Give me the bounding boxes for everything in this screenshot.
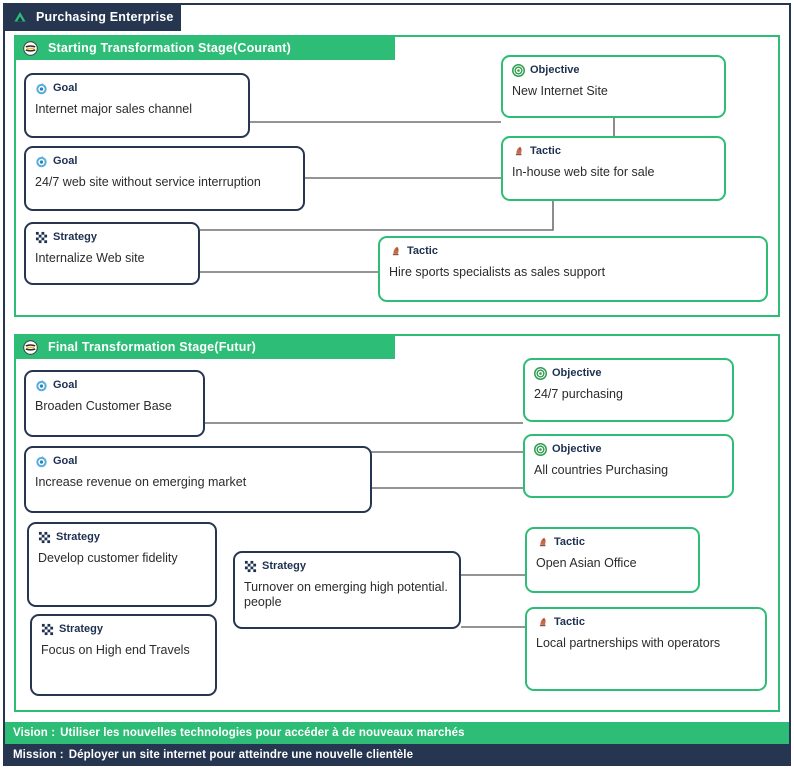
- node-header: Objective: [534, 443, 723, 456]
- strategy-grid-icon: [38, 531, 51, 544]
- node-text: All countries Purchasing: [534, 463, 669, 477]
- node-text: Local partnerships with operators: [536, 636, 721, 650]
- tactic-knight-icon: [392, 246, 399, 256]
- mission-text: Déployer un site internet pour atteindre…: [68, 749, 414, 761]
- node-type-label: Goal: [53, 82, 78, 94]
- node-text: Focus on High end Travels: [41, 643, 190, 657]
- node-goal[interactable]: Goal 24/7 web site without service inter…: [24, 146, 305, 211]
- node-header: Tactic: [389, 245, 757, 258]
- goal-spiral-icon: [36, 155, 47, 168]
- window-title-tab[interactable]: Purchasing Enterprise: [3, 3, 181, 31]
- node-strategy[interactable]: Strategy Turnover on emerging high poten…: [233, 551, 461, 629]
- node-text: Broaden Customer Base: [35, 399, 172, 413]
- tactic-knight-icon: [539, 537, 546, 547]
- stage-header-label: Starting Transformation Stage(Courant): [48, 41, 292, 55]
- node-header: Goal: [35, 379, 194, 392]
- node-text: In-house web site for sale: [512, 165, 655, 179]
- mission-bar: Mission : Déployer un site internet pour…: [5, 744, 789, 766]
- mission-label: Mission :: [13, 749, 64, 761]
- stage-header-label: Final Transformation Stage(Futur): [48, 340, 256, 354]
- node-tactic[interactable]: Tactic In-house web site for sale: [501, 136, 726, 201]
- tactic-knight-icon: [515, 146, 522, 156]
- objective-target-icon: [534, 367, 547, 380]
- node-text: Internalize Web site: [35, 251, 145, 265]
- node-text: Turnover on emerging high potential. peo…: [244, 580, 448, 609]
- vision-text: Utiliser les nouvelles technologies pour…: [60, 727, 465, 739]
- node-type-label: Goal: [53, 155, 78, 167]
- node-tactic[interactable]: Tactic Local partnerships with operators: [525, 607, 767, 691]
- node-strategy[interactable]: Strategy Internalize Web site: [24, 222, 200, 285]
- node-type-label: Strategy: [53, 231, 98, 243]
- node-type-label: Tactic: [530, 145, 561, 157]
- node-header: Objective: [512, 64, 715, 77]
- stage-header-starting: Starting Transformation Stage(Courant): [15, 36, 395, 60]
- node-type-label: Strategy: [56, 531, 101, 543]
- node-tactic[interactable]: Tactic Open Asian Office: [525, 527, 700, 593]
- strategy-grid-icon: [35, 231, 48, 244]
- node-header: Strategy: [38, 531, 206, 544]
- node-goal[interactable]: Goal Increase revenue on emerging market: [24, 446, 372, 513]
- node-header: Tactic: [512, 145, 715, 158]
- node-text: New Internet Site: [512, 84, 608, 98]
- node-text: Hire sports specialists as sales support: [389, 265, 606, 279]
- node-goal[interactable]: Goal Internet major sales channel: [24, 73, 250, 138]
- node-header: Strategy: [35, 231, 189, 244]
- node-strategy[interactable]: Strategy Develop customer fidelity: [27, 522, 217, 607]
- node-type-label: Goal: [53, 379, 78, 391]
- node-text: Open Asian Office: [536, 556, 637, 570]
- goal-spiral-icon: [36, 82, 47, 95]
- node-header: Tactic: [536, 616, 756, 629]
- node-type-label: Objective: [530, 64, 580, 76]
- node-objective[interactable]: Objective All countries Purchasing: [523, 434, 734, 498]
- strategy-grid-icon: [41, 623, 54, 636]
- node-header: Goal: [35, 455, 361, 468]
- strategy-grid-icon: [244, 560, 257, 573]
- vision-bar: Vision : Utiliser les nouvelles technolo…: [5, 722, 789, 744]
- node-type-label: Objective: [552, 367, 602, 379]
- node-type-label: Tactic: [554, 536, 585, 548]
- node-type-label: Strategy: [262, 560, 307, 572]
- stage-swirl-icon: [23, 40, 38, 56]
- node-header: Strategy: [41, 623, 206, 636]
- objective-target-icon: [512, 64, 525, 77]
- node-objective[interactable]: Objective New Internet Site: [501, 55, 726, 118]
- stage-swirl-icon: [23, 339, 38, 355]
- window-title-label: Purchasing Enterprise: [36, 10, 174, 24]
- node-tactic[interactable]: Tactic Hire sports specialists as sales …: [378, 236, 768, 302]
- node-type-label: Tactic: [407, 245, 438, 257]
- vision-label: Vision :: [13, 727, 56, 739]
- node-type-label: Goal: [53, 455, 78, 467]
- node-type-label: Strategy: [59, 623, 104, 635]
- triangle-up-icon: [14, 12, 26, 22]
- node-header: Goal: [35, 82, 239, 95]
- node-header: Strategy: [244, 560, 450, 573]
- node-text: Internet major sales channel: [35, 102, 193, 116]
- goal-spiral-icon: [36, 379, 47, 392]
- node-header: Tactic: [536, 536, 689, 549]
- node-text: Develop customer fidelity: [38, 551, 178, 565]
- tactic-knight-icon: [539, 617, 546, 627]
- node-goal[interactable]: Goal Broaden Customer Base: [24, 370, 205, 437]
- goal-spiral-icon: [36, 455, 47, 468]
- node-strategy[interactable]: Strategy Focus on High end Travels: [30, 614, 217, 696]
- node-text: Increase revenue on emerging market: [35, 475, 247, 489]
- stage-header-final: Final Transformation Stage(Futur): [15, 335, 395, 359]
- node-text: 24/7 web site without service interrupti…: [35, 175, 261, 189]
- node-objective[interactable]: Objective 24/7 purchasing: [523, 358, 734, 422]
- node-header: Goal: [35, 155, 294, 168]
- objective-target-icon: [534, 443, 547, 456]
- node-header: Objective: [534, 367, 723, 380]
- node-type-label: Tactic: [554, 616, 585, 628]
- node-type-label: Objective: [552, 443, 602, 455]
- node-text: 24/7 purchasing: [534, 387, 623, 401]
